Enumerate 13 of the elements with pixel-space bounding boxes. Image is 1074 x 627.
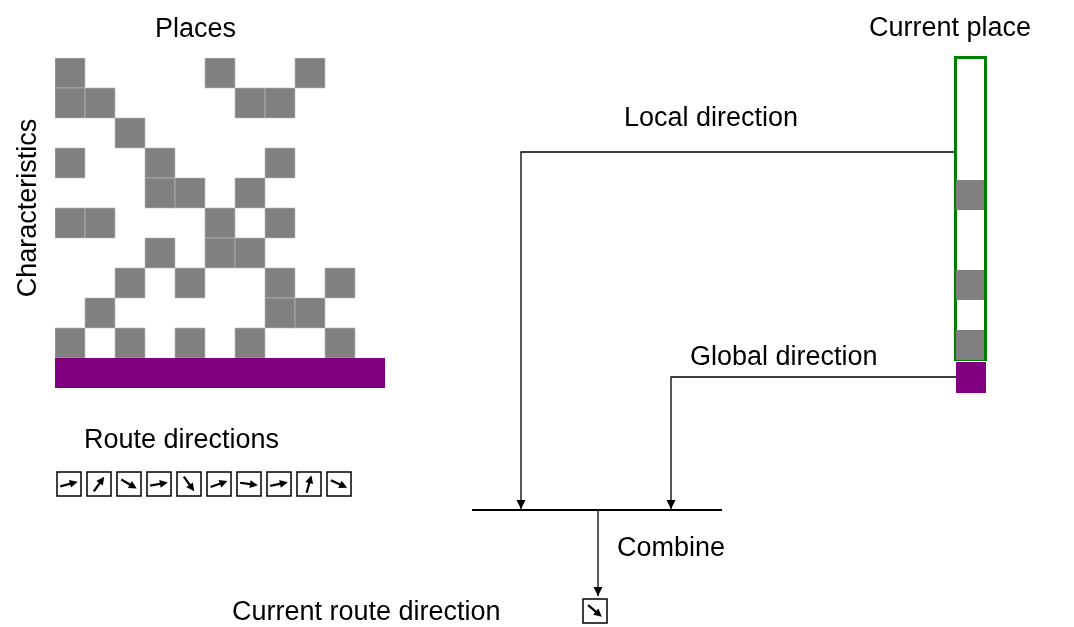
edge-label: Global direction (690, 341, 878, 371)
route-heading: Route directions (84, 424, 280, 454)
column-heading: Current place (869, 12, 1032, 42)
arrow (593, 510, 603, 597)
arrow (666, 376, 957, 510)
axis-label: Characteristics (12, 118, 42, 298)
combine-line (472, 509, 722, 511)
edge-label: Local direction (624, 102, 799, 132)
arrow (516, 151, 956, 510)
grid-heading: Places (155, 13, 237, 43)
output-label: Current route direction (232, 596, 501, 626)
global-cell (956, 362, 986, 393)
edge-label: Combine (617, 532, 726, 562)
